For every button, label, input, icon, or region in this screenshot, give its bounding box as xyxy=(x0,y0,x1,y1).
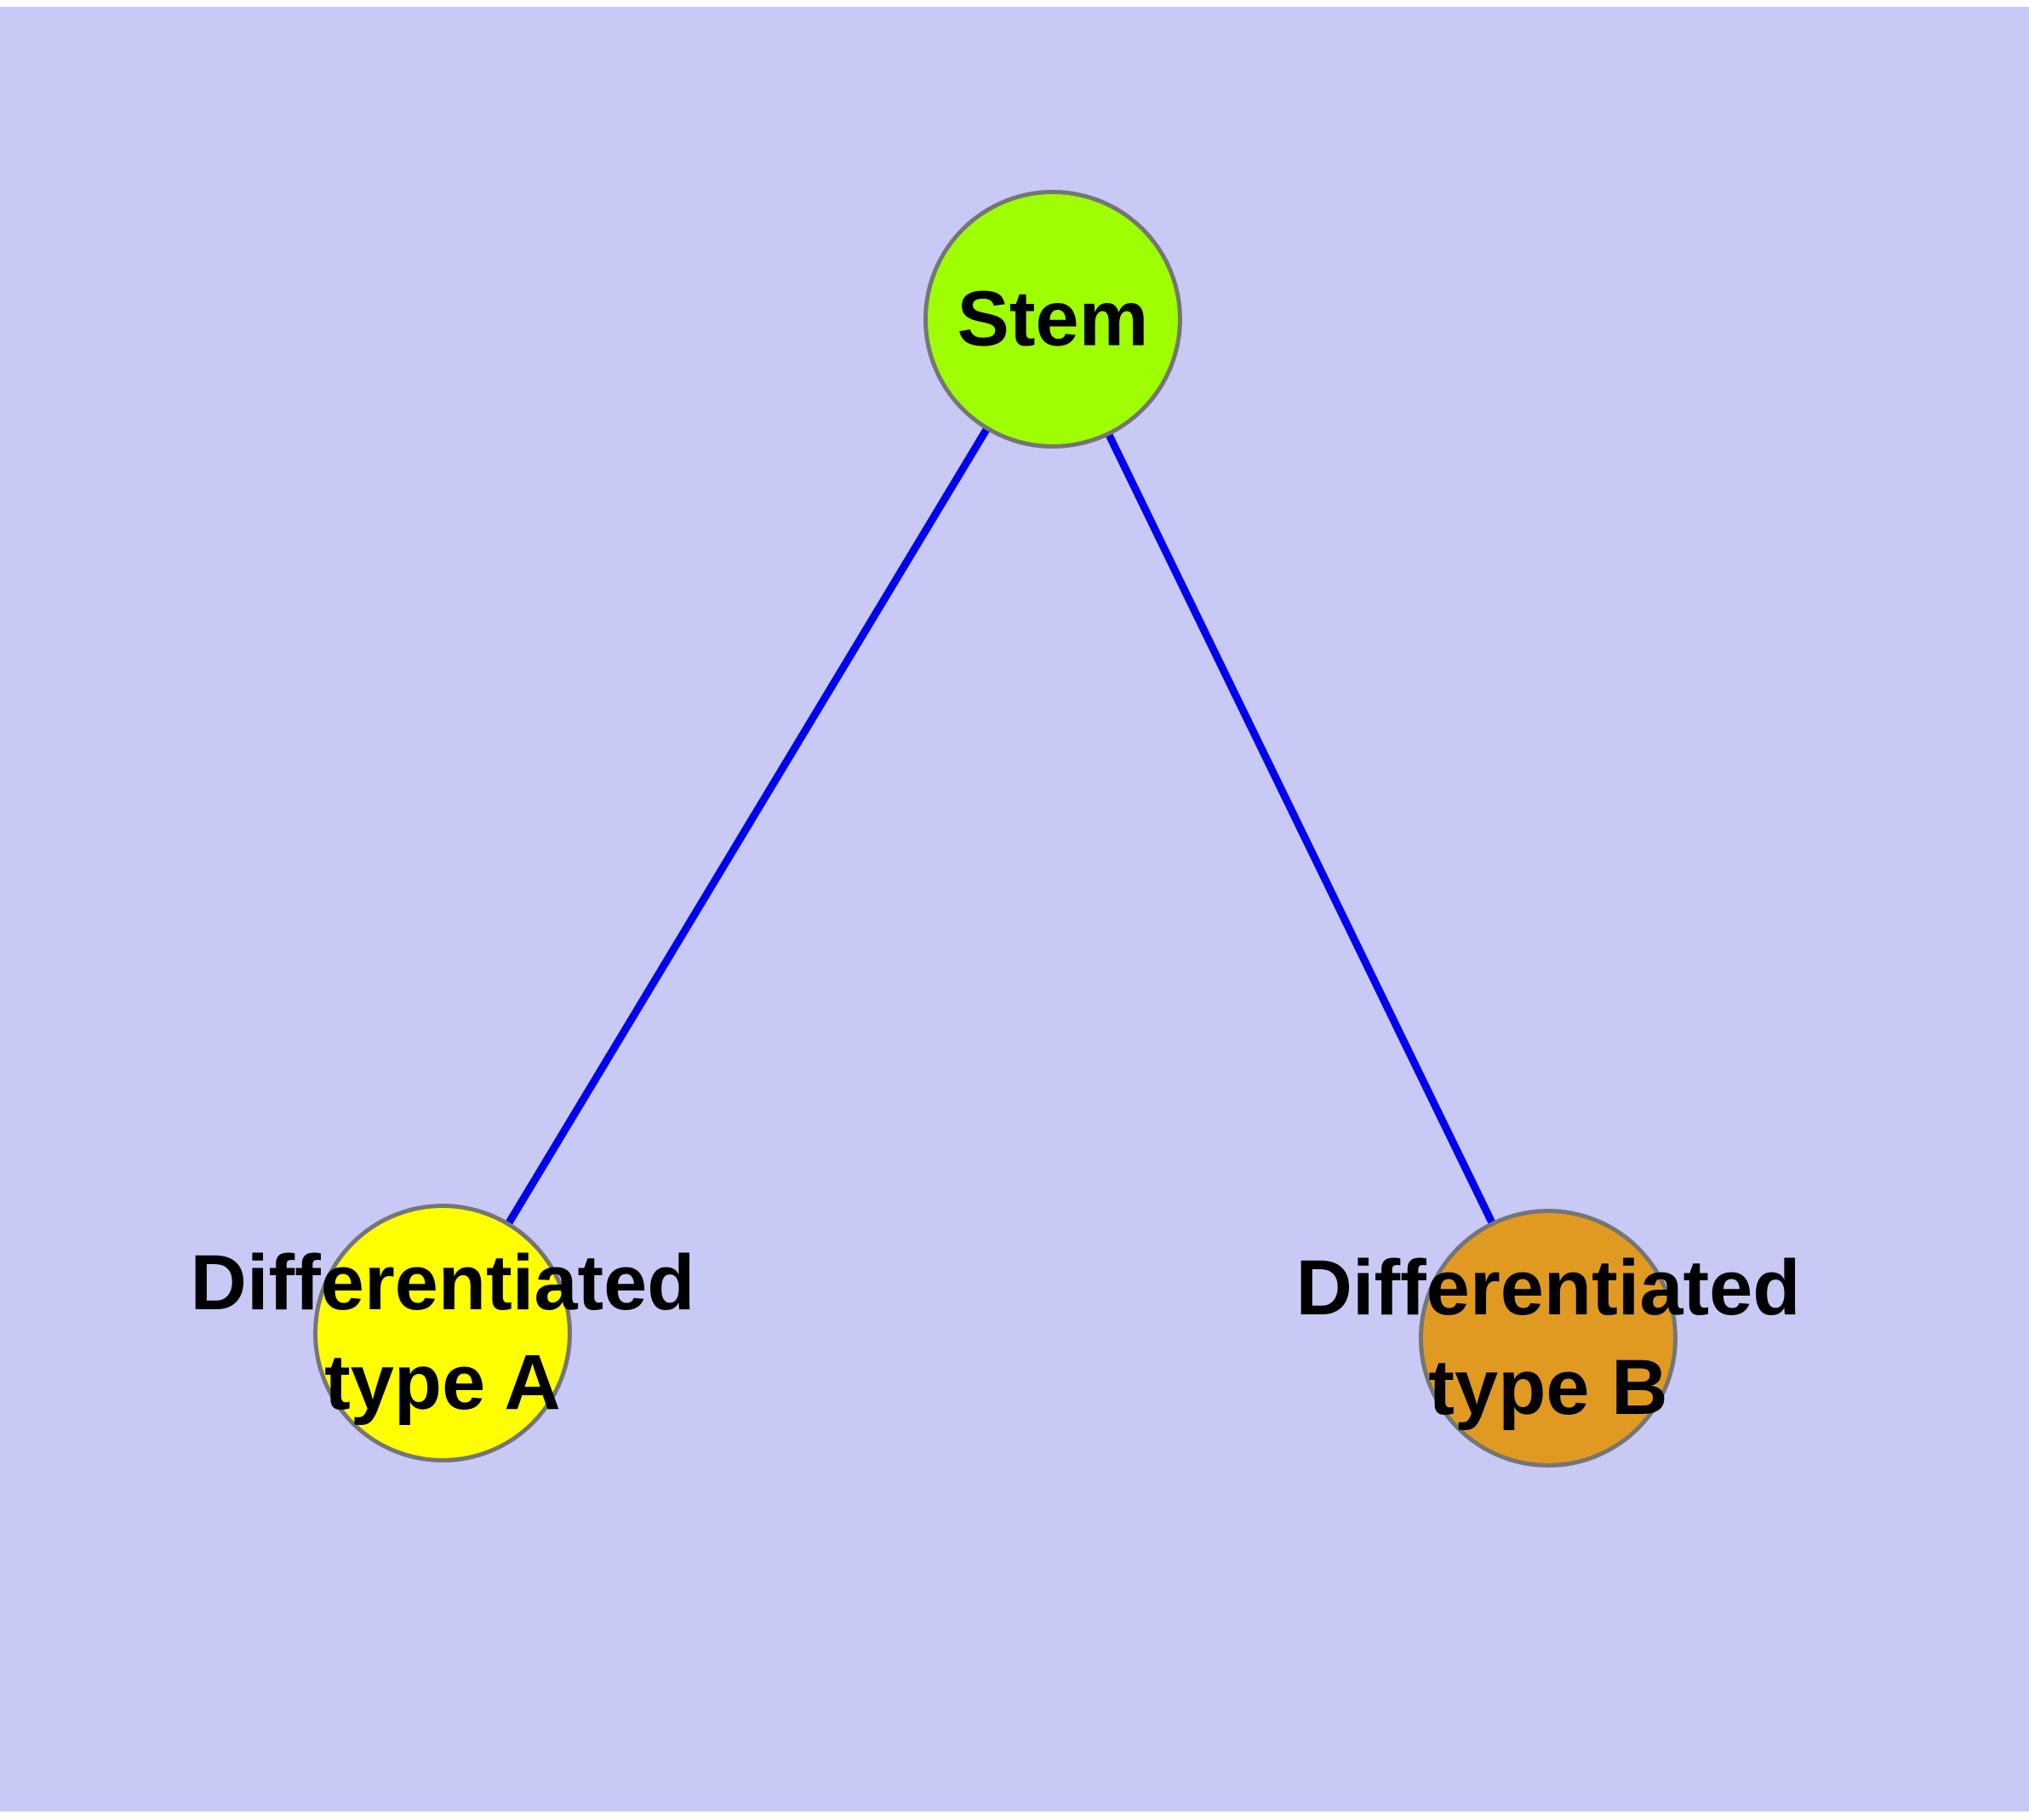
node-stem-label-line1: Stem xyxy=(957,275,1149,363)
node-differentiated-type-b-label-line1: Differentiated xyxy=(1295,1245,1801,1331)
node-differentiated-type-b-label: Differentiated type B xyxy=(1296,1239,1801,1438)
node-differentiated-type-a-label-line2: type A xyxy=(324,1339,561,1426)
node-stem-label: Stem xyxy=(957,270,1149,369)
node-differentiated-type-a-label-line1: Differentiated xyxy=(190,1239,695,1326)
node-differentiated-type-a-label: Differentiated type A xyxy=(191,1233,695,1433)
node-differentiated-type-b-label-line2: type B xyxy=(1428,1344,1668,1431)
